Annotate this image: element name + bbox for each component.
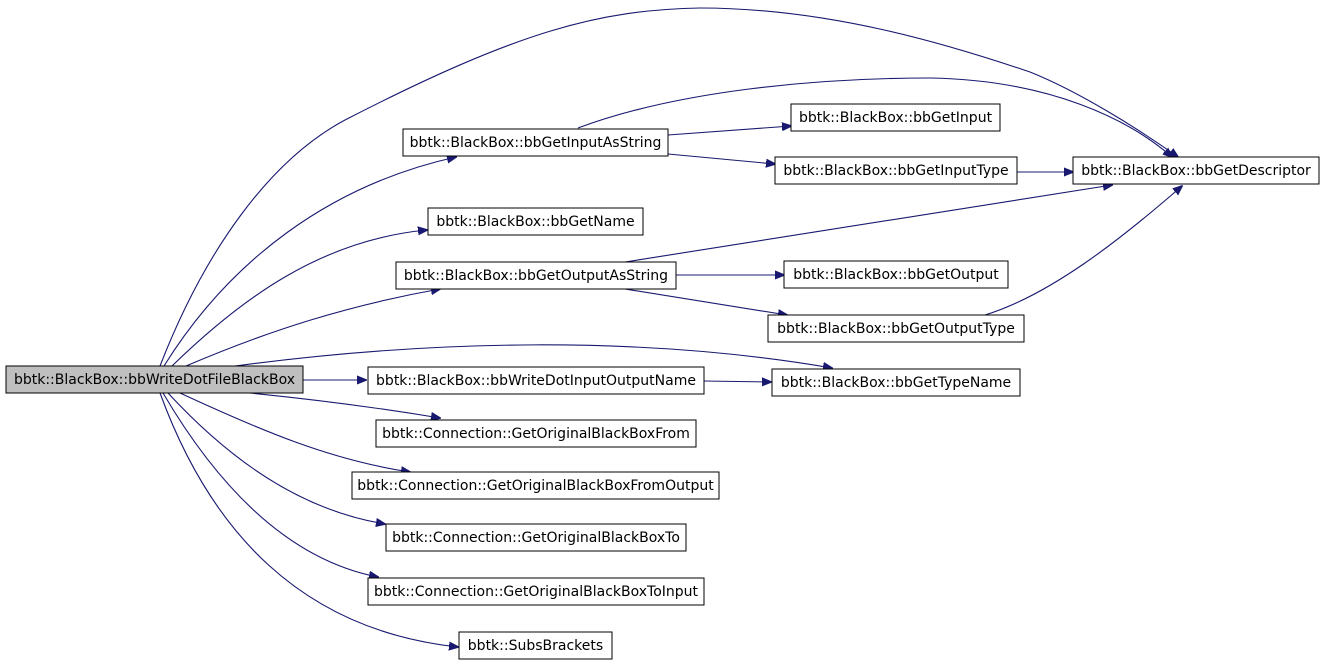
edge-root-to-sb — [159, 392, 458, 647]
node-bbGetInputAsString[interactable]: bbtk::BlackBox::bbGetInputAsString — [402, 128, 669, 157]
node-SubsBrackets[interactable]: bbtk::SubsBrackets — [458, 631, 613, 660]
node-bbWriteDotFileBlackBox[interactable]: bbtk::BlackBox::bbWriteDotFileBlackBox — [5, 365, 304, 394]
edge-root-to-gd — [159, 7, 1178, 367]
svg-text:bbtk::BlackBox::bbGetOutputTyp: bbtk::BlackBox::bbGetOutputType — [777, 321, 1015, 337]
node-GetOriginalBlackBoxFrom[interactable]: bbtk::Connection::GetOriginalBlackBoxFro… — [375, 419, 697, 448]
node-GetOriginalBlackBoxTo[interactable]: bbtk::Connection::GetOriginalBlackBoxTo — [385, 523, 687, 552]
svg-text:bbtk::BlackBox::bbGetInputType: bbtk::BlackBox::bbGetInputType — [783, 163, 1008, 179]
edge-gias-to-git — [667, 153, 775, 164]
node-bbGetOutput[interactable]: bbtk::BlackBox::bbGetOutput — [783, 260, 1009, 289]
edge-gias-to-gi — [667, 126, 791, 136]
svg-text:bbtk::BlackBox::bbGetDescripto: bbtk::BlackBox::bbGetDescriptor — [1081, 163, 1311, 179]
edge-goas-to-got — [624, 288, 787, 315]
node-bbGetDescriptor[interactable]: bbtk::BlackBox::bbGetDescriptor — [1072, 156, 1320, 185]
svg-text:bbtk::BlackBox::bbGetOutputAsS: bbtk::BlackBox::bbGetOutputAsString — [404, 268, 668, 284]
edge-got-to-gd — [984, 186, 1182, 316]
svg-text:bbtk::Connection::GetOriginalB: bbtk::Connection::GetOriginalBlackBoxTo — [392, 530, 680, 546]
edge-root-to-gobfo — [179, 392, 410, 472]
svg-text:bbtk::BlackBox::bbGetInputAsSt: bbtk::BlackBox::bbGetInputAsString — [410, 135, 662, 151]
svg-text:bbtk::BlackBox::bbGetOutput: bbtk::BlackBox::bbGetOutput — [793, 267, 999, 283]
edge-root-to-gn — [171, 230, 427, 367]
svg-text:bbtk::BlackBox::bbGetTypeName: bbtk::BlackBox::bbGetTypeName — [781, 375, 1011, 391]
svg-text:bbtk::SubsBrackets: bbtk::SubsBrackets — [468, 638, 603, 654]
svg-text:bbtk::Connection::GetOriginalB: bbtk::Connection::GetOriginalBlackBoxFro… — [357, 478, 714, 494]
edge-root-to-gobti — [162, 392, 378, 577]
edges — [159, 7, 1182, 647]
edge-root-to-gobf — [249, 392, 440, 418]
node-GetOriginalBlackBoxFromOutput[interactable]: bbtk::Connection::GetOriginalBlackBoxFro… — [351, 471, 720, 500]
edge-root-to-gias — [163, 157, 456, 367]
edge-wdion-to-gtn — [703, 381, 771, 382]
edge-root-to-goas — [185, 289, 440, 367]
node-bbGetInputType[interactable]: bbtk::BlackBox::bbGetInputType — [774, 156, 1018, 185]
node-bbGetTypeName[interactable]: bbtk::BlackBox::bbGetTypeName — [771, 368, 1021, 397]
node-bbGetOutputType[interactable]: bbtk::BlackBox::bbGetOutputType — [767, 314, 1025, 343]
svg-text:bbtk::BlackBox::bbGetName: bbtk::BlackBox::bbGetName — [436, 214, 634, 230]
edge-root-to-gobt — [167, 392, 385, 524]
svg-text:bbtk::BlackBox::bbWriteDotInpu: bbtk::BlackBox::bbWriteDotInputOutputNam… — [376, 373, 696, 389]
svg-text:bbtk::Connection::GetOriginalB: bbtk::Connection::GetOriginalBlackBoxFro… — [382, 426, 690, 442]
edge-gias-to-gd — [577, 77, 1172, 157]
node-bbGetOutputAsString[interactable]: bbtk::BlackBox::bbGetOutputAsString — [395, 261, 677, 290]
nodes: bbtk::BlackBox::bbWriteDotFileBlackBox b… — [5, 103, 1320, 660]
node-bbGetName[interactable]: bbtk::BlackBox::bbGetName — [427, 207, 644, 236]
node-bbGetInput[interactable]: bbtk::BlackBox::bbGetInput — [790, 103, 1001, 132]
node-bbWriteDotInputOutputName[interactable]: bbtk::BlackBox::bbWriteDotInputOutputNam… — [367, 366, 705, 395]
edge-goas-to-gd — [624, 185, 1112, 263]
svg-text:bbtk::BlackBox::bbGetInput: bbtk::BlackBox::bbGetInput — [799, 110, 993, 126]
node-GetOriginalBlackBoxToInput[interactable]: bbtk::Connection::GetOriginalBlackBoxToI… — [367, 577, 705, 606]
svg-text:bbtk::Connection::GetOriginalB: bbtk::Connection::GetOriginalBlackBoxToI… — [374, 584, 699, 600]
svg-text:bbtk::BlackBox::bbWriteDotFile: bbtk::BlackBox::bbWriteDotFileBlackBox — [14, 372, 295, 388]
edge-root-to-gtn — [234, 344, 832, 368]
